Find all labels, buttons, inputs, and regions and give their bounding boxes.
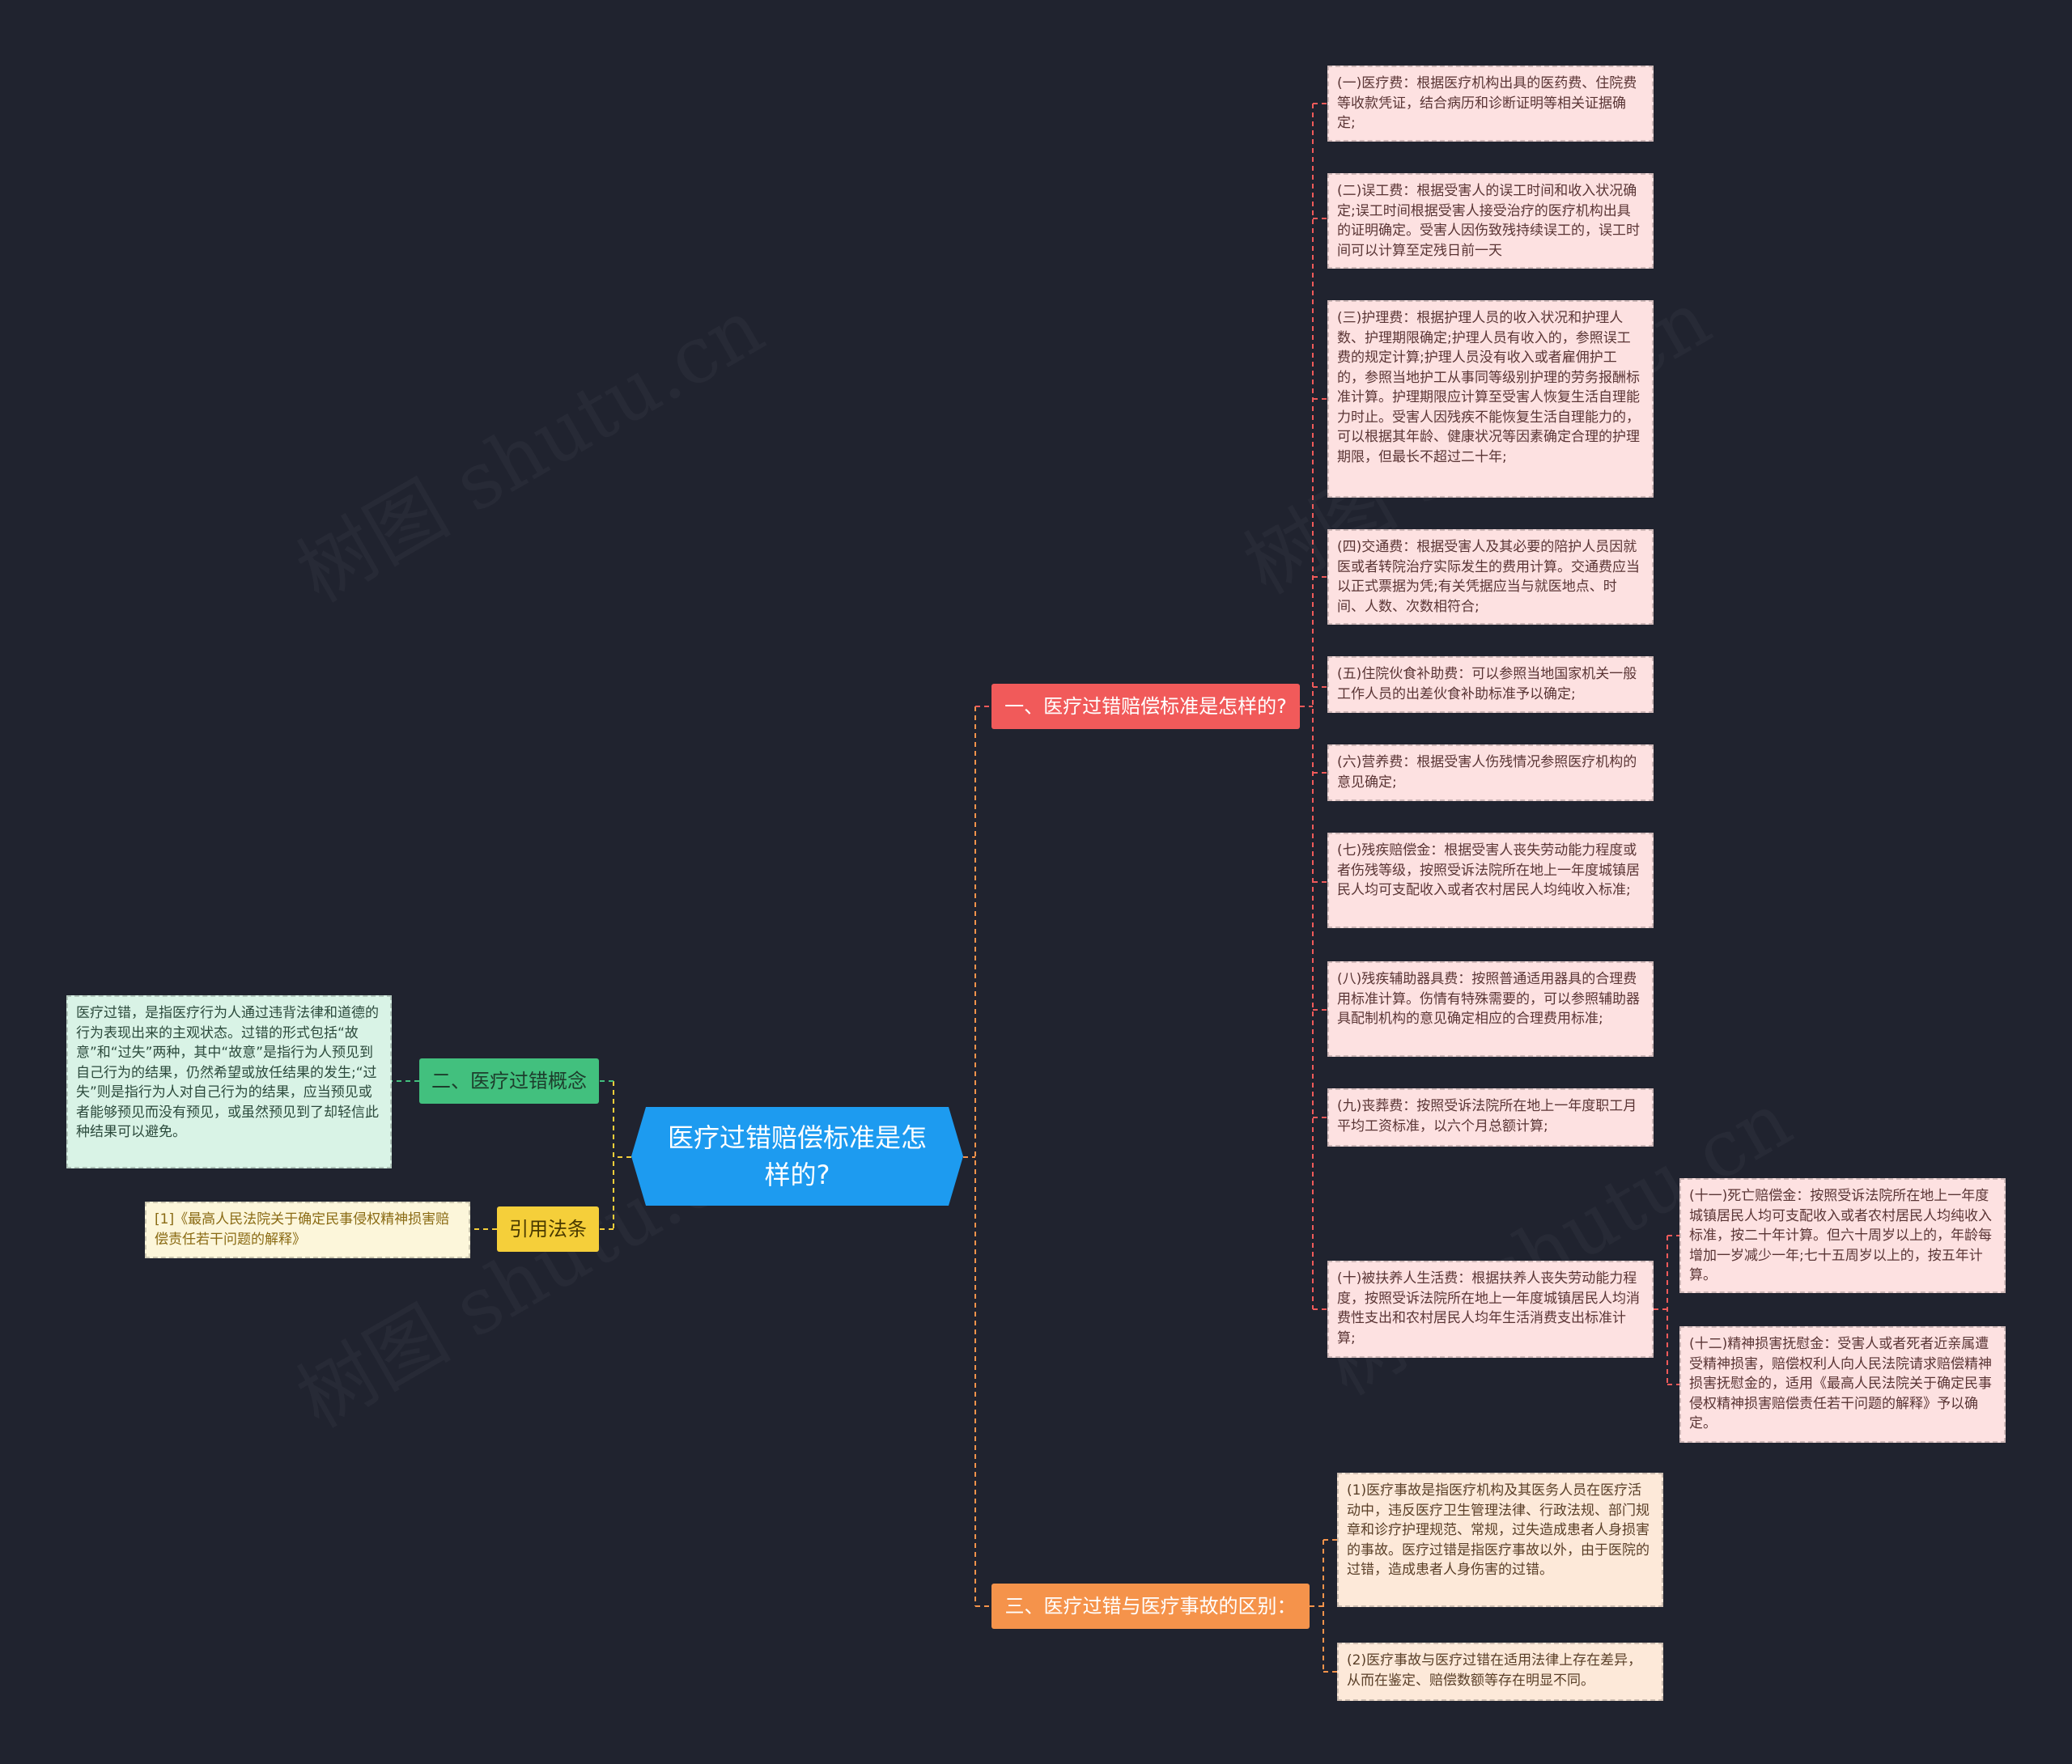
list-item: (十二)精神损害抚慰金：受害人或者死者近亲属遭受精神损害，赔偿权利人向人民法院请…: [1679, 1326, 2006, 1443]
central-topic-label: 医疗过错赔偿标准是怎样的?: [667, 1122, 927, 1190]
list-item: (1)医疗事故是指医疗机构及其医务人员在医疗活动中，违反医疗卫生管理法律、行政法…: [1337, 1473, 1663, 1607]
list-item: (四)交通费：根据受害人及其必要的陪护人员因就医或者转院治疗实际发生的费用计算。…: [1327, 529, 1654, 625]
list-item: (九)丧葬费：按照受诉法院所在地上一年度职工月平均工资标准，以六个月总额计算;: [1327, 1088, 1654, 1147]
list-item: (十)被扶养人生活费：根据扶养人丧失劳动能力程度，按照受诉法院所在地上一年度城镇…: [1327, 1261, 1654, 1358]
list-item: (2)医疗事故与医疗过错在适用法律上存在差异，从而在鉴定、赔偿数额等存在明显不同…: [1337, 1643, 1663, 1701]
branch-concept[interactable]: 二、医疗过错概念: [419, 1058, 599, 1104]
list-item: (八)残疾辅助器具费：按照普通适用器具的合理费用标准计算。伤情有特殊需要的，可以…: [1327, 961, 1654, 1057]
branch-compensation-standards[interactable]: 一、医疗过错赔偿标准是怎样的?: [991, 684, 1300, 729]
law-citation: [1]《最高人民法院关于确定民事侵权精神损害赔偿责任若干问题的解释》: [145, 1202, 470, 1258]
list-item: (十一)死亡赔偿金：按照受诉法院所在地上一年度城镇居民人均可支配收入或者农村居民…: [1679, 1178, 2006, 1293]
list-item: (五)住院伙食补助费：可以参照当地国家机关一般工作人员的出差伙食补助标准予以确定…: [1327, 656, 1654, 713]
list-item: (一)医疗费：根据医疗机构出具的医药费、住院费等收款凭证，结合病历和诊断证明等相…: [1327, 66, 1654, 142]
branch-cited-law[interactable]: 引用法条: [497, 1206, 599, 1252]
branch-difference[interactable]: 三、医疗过错与医疗事故的区别：: [991, 1584, 1310, 1629]
list-item: (二)误工费：根据受害人的误工时间和收入状况确定;误工时间根据受害人接受治疗的医…: [1327, 173, 1654, 269]
list-item: (三)护理费：根据护理人员的收入状况和护理人数、护理期限确定;护理人员有收入的，…: [1327, 300, 1654, 498]
list-item: (七)残疾赔偿金：根据受害人丧失劳动能力程度或者伤残等级，按照受诉法院所在地上一…: [1327, 833, 1654, 928]
central-topic[interactable]: 医疗过错赔偿标准是怎样的?: [631, 1107, 963, 1206]
list-item: (六)营养费：根据受害人伤残情况参照医疗机构的意见确定;: [1327, 744, 1654, 801]
concept-description: 医疗过错，是指医疗行为人通过违背法律和道德的行为表现出来的主观状态。过错的形式包…: [66, 995, 392, 1168]
